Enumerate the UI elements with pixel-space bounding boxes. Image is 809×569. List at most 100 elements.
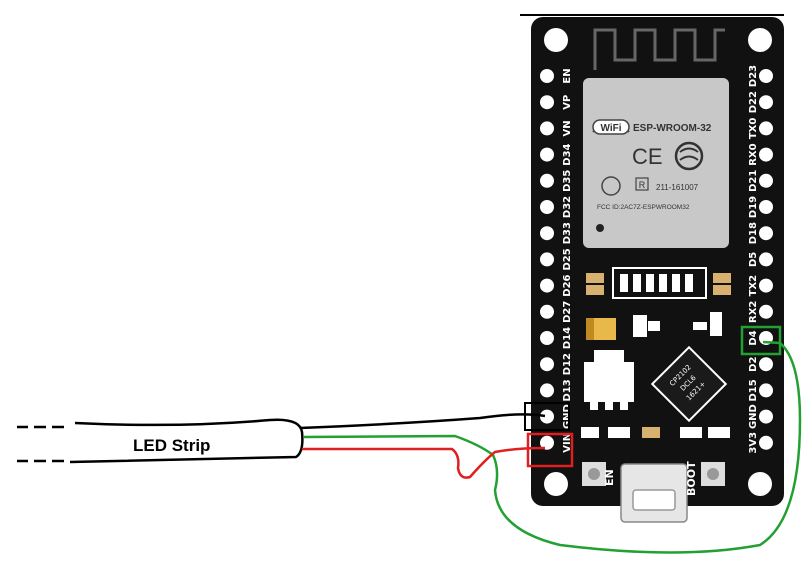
r-mark-box bbox=[635, 177, 649, 191]
boot-button[interactable]: BOOT bbox=[685, 461, 725, 496]
mounting-hole bbox=[544, 472, 568, 496]
en-button-cap bbox=[588, 468, 600, 480]
pin-label-d2: D2 bbox=[748, 357, 759, 372]
en-button[interactable]: EN bbox=[582, 462, 616, 486]
vin-wire bbox=[302, 446, 546, 479]
pin-label-tx2: TX2 bbox=[748, 275, 759, 297]
pin-pad-vin bbox=[540, 435, 554, 450]
pin-label-d18: D18 bbox=[748, 222, 759, 244]
pin-label-tx0: TX0 bbox=[748, 118, 759, 140]
pin-pad-tx2 bbox=[759, 278, 773, 293]
pin-label-d4: D4 bbox=[748, 330, 759, 345]
pin-pad-rx0 bbox=[759, 147, 773, 162]
pin-label-d19: D19 bbox=[748, 196, 759, 218]
pin-label-d34: D34 bbox=[562, 143, 573, 165]
r-mark: R bbox=[639, 180, 646, 190]
pin-pad-vn bbox=[540, 121, 554, 136]
pin-label-d14: D14 bbox=[562, 327, 573, 349]
esp32-board: WiFi ESP-WROOM-32 CE R 211-161007 FCC ID… bbox=[531, 17, 784, 523]
module-name: ESP-WROOM-32 bbox=[633, 123, 712, 134]
smd-component bbox=[642, 427, 660, 438]
usb-port-opening bbox=[632, 489, 676, 511]
pin-pad-d27 bbox=[540, 304, 554, 319]
pin-pad-rx2 bbox=[759, 304, 773, 319]
resistor-array bbox=[612, 267, 707, 299]
tantalum-capacitor-band bbox=[586, 318, 594, 340]
pin-label-rx0: RX0 bbox=[748, 143, 759, 165]
led-strip-label: LED Strip bbox=[133, 436, 210, 455]
pin-pad-d25 bbox=[540, 252, 554, 267]
pin-label-vn: VN bbox=[562, 120, 573, 136]
usb-uart-chip-body bbox=[650, 345, 728, 423]
boot-button-label: BOOT bbox=[685, 461, 698, 496]
mounting-hole bbox=[748, 472, 772, 496]
transistor bbox=[633, 315, 647, 337]
wifi-logo-badge bbox=[592, 119, 630, 135]
pin-pad-tx0 bbox=[759, 121, 773, 136]
wifi-logo: WiFi bbox=[592, 119, 630, 135]
smd-component bbox=[713, 273, 731, 283]
resistor bbox=[620, 274, 628, 292]
pin-pad-d12 bbox=[540, 357, 554, 372]
pin-label-d5: D5 bbox=[748, 252, 759, 267]
voltage-regulator-leg bbox=[590, 402, 598, 410]
resistor bbox=[659, 274, 667, 292]
pin-label-rx2: RX2 bbox=[748, 301, 759, 323]
data-wire bbox=[303, 340, 802, 554]
pin-label-d26: D26 bbox=[562, 274, 573, 296]
certification-icon-wave bbox=[679, 147, 699, 161]
resistor bbox=[672, 274, 680, 292]
pin-pad-vp bbox=[540, 95, 554, 110]
pin-pad-d13 bbox=[540, 383, 554, 398]
pin-label-d15: D15 bbox=[748, 379, 759, 401]
smd-component bbox=[680, 427, 702, 438]
pin-label-vp: VP bbox=[562, 95, 573, 110]
pin-label-d21: D21 bbox=[748, 170, 759, 192]
pin-label-d32: D32 bbox=[562, 196, 573, 218]
certification-icon bbox=[674, 141, 704, 171]
usb-uart-chip: CP2102 DCL6 1621+ bbox=[650, 345, 728, 423]
voltage-regulator-leg bbox=[605, 402, 613, 410]
smd-component bbox=[708, 427, 730, 438]
pin-pad-d19 bbox=[759, 200, 773, 214]
pin-pad-d18 bbox=[759, 226, 773, 241]
pin-pad-d35 bbox=[540, 173, 554, 188]
boot-button-cap bbox=[707, 468, 719, 480]
pin-pad-d33 bbox=[540, 226, 554, 241]
pin-label-gnd: GND bbox=[748, 404, 759, 429]
transistor bbox=[693, 322, 707, 330]
pin-label-d22: D22 bbox=[748, 91, 759, 113]
pin-label-en: EN bbox=[562, 68, 573, 83]
pin-label-d33: D33 bbox=[562, 222, 573, 244]
wifi-logo-text: WiFi bbox=[600, 123, 621, 134]
module-fcc: FCC ID:2AC7Z-ESPWROOM32 bbox=[597, 204, 690, 211]
transistor bbox=[710, 312, 722, 336]
pin1-dot bbox=[596, 224, 604, 232]
usb-port[interactable] bbox=[620, 463, 688, 523]
transistor-body bbox=[648, 321, 660, 331]
d4-pin-highlight bbox=[740, 325, 782, 356]
resistor bbox=[685, 274, 693, 292]
pin-pad-d26 bbox=[540, 278, 554, 293]
antenna-trace bbox=[593, 28, 725, 70]
pin-label-d25: D25 bbox=[562, 248, 573, 270]
pin-label-d12: D12 bbox=[562, 353, 573, 375]
left-pin-header: ENVPVND34D35D32D33D25D26D27D14D12D13GNDV… bbox=[540, 68, 573, 453]
pin-pad-d2 bbox=[759, 357, 773, 372]
vin-pin-highlight bbox=[526, 432, 574, 468]
pin-label-d23: D23 bbox=[748, 65, 759, 87]
voltage-regulator-tab bbox=[594, 350, 624, 362]
pin-pad-gnd bbox=[759, 409, 773, 424]
pin-label-3v3: 3V3 bbox=[748, 432, 759, 454]
smd-component bbox=[713, 285, 731, 295]
pin-pad-d21 bbox=[759, 173, 773, 188]
mounting-hole bbox=[544, 28, 568, 52]
ce-mark: CE bbox=[632, 144, 663, 169]
smd-component bbox=[586, 285, 604, 295]
gnd-pin-highlight bbox=[524, 402, 570, 431]
pin-label-d35: D35 bbox=[562, 170, 573, 192]
pin-pad-d5 bbox=[759, 252, 773, 267]
mounting-hole bbox=[748, 28, 772, 52]
